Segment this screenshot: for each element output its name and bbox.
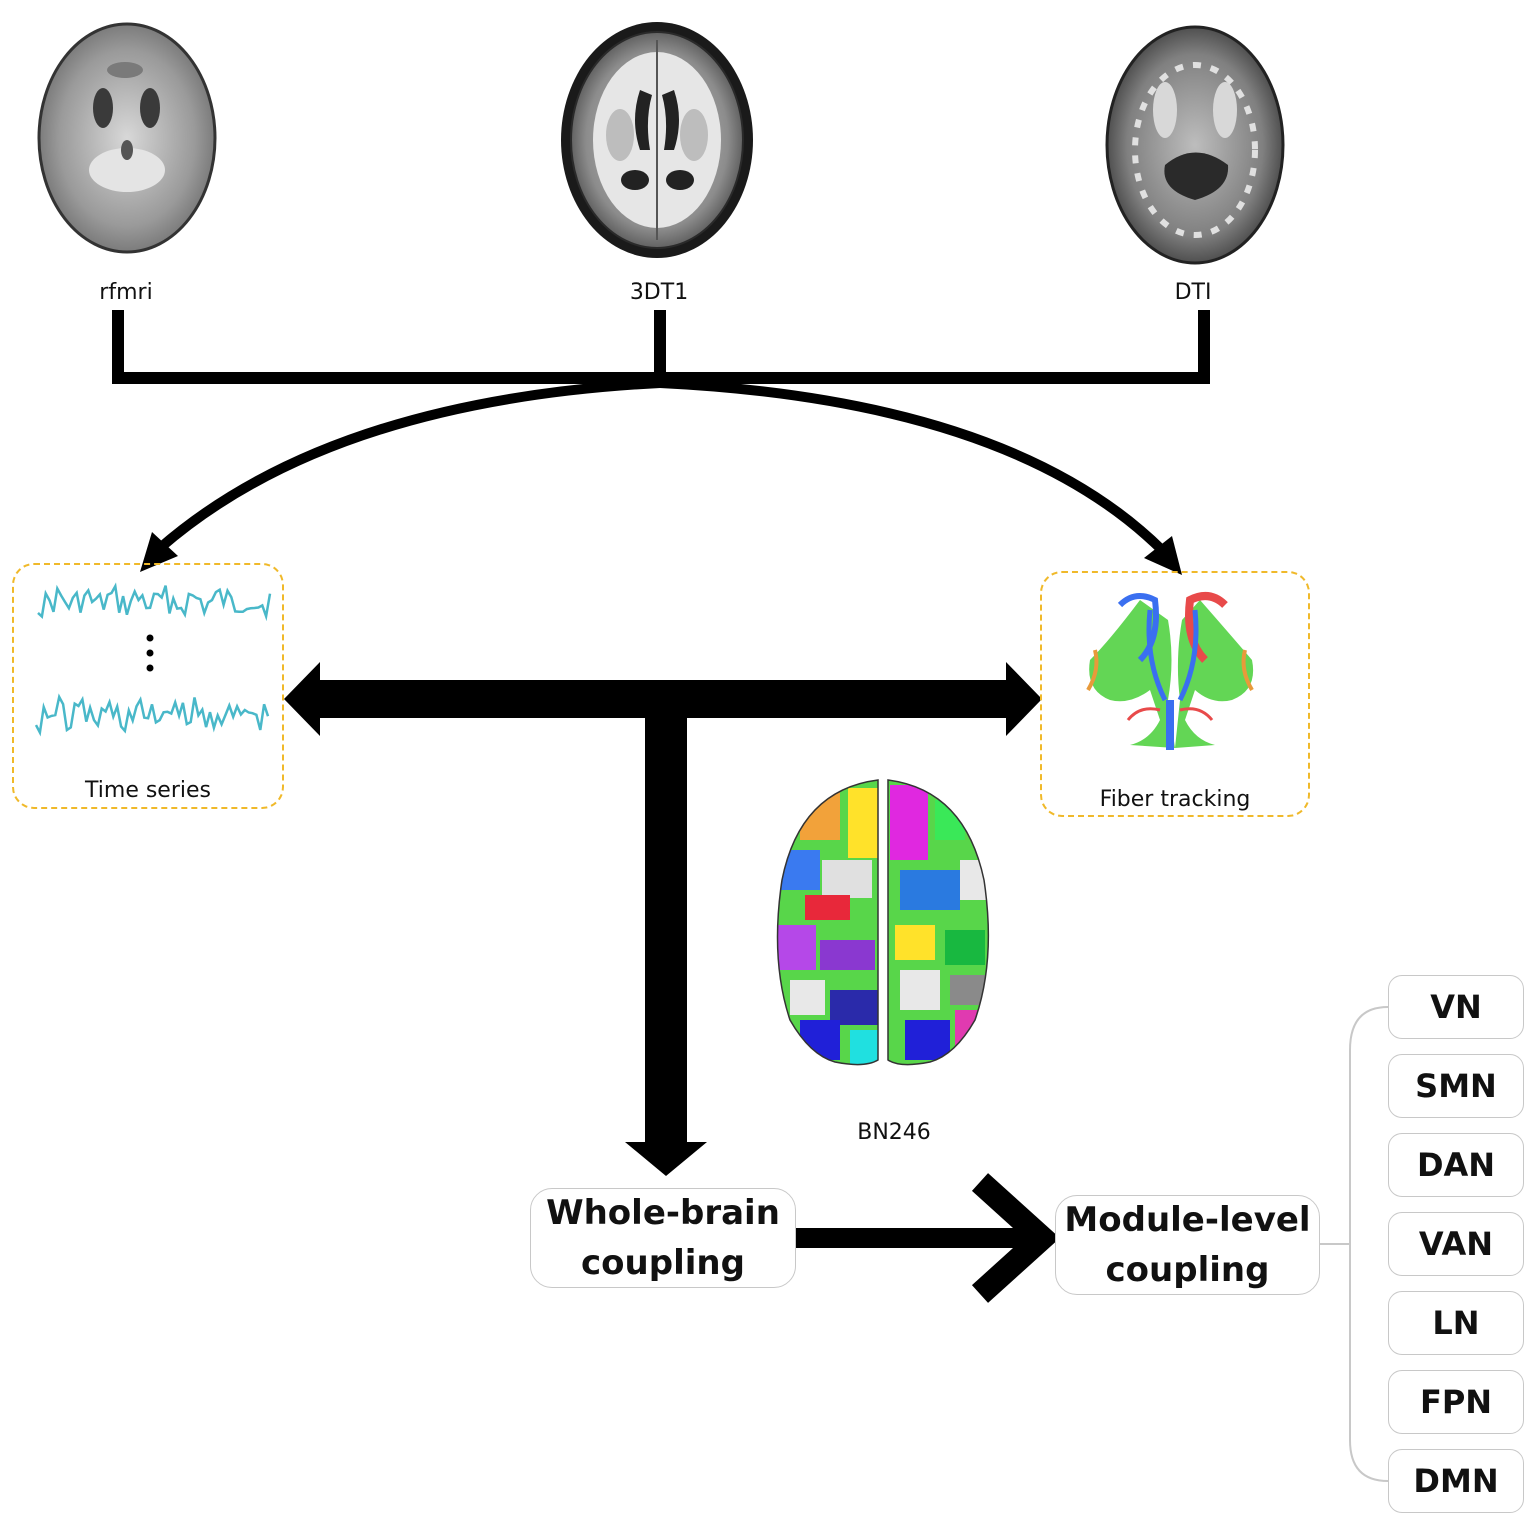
whole-brain-line2: coupling	[581, 1243, 745, 1283]
modality-merge-connector	[112, 310, 1210, 384]
bn246-brain-image	[776, 779, 990, 1066]
arc-arrowhead-right	[1144, 536, 1182, 575]
waveform-line-1	[37, 582, 272, 622]
fiber-tracking-panel	[1040, 571, 1310, 817]
fiber-tracking-label: Fiber tracking	[1099, 787, 1251, 812]
module-box-vn: VN	[1388, 975, 1524, 1039]
module-level-coupling-box: Module-level coupling	[1055, 1195, 1320, 1295]
module-level-line1: Module-level	[1064, 1200, 1311, 1240]
module-bracket	[1349, 1006, 1389, 1482]
module-label: SMN	[1415, 1067, 1497, 1105]
t1-brain-image	[561, 22, 753, 258]
module-label: VN	[1430, 988, 1482, 1026]
time-series-waveforms	[34, 582, 272, 737]
module-label: DAN	[1416, 1146, 1496, 1184]
whole-brain-coupling-box: Whole-brain coupling	[530, 1188, 796, 1288]
dti-label: DTI	[1174, 280, 1212, 305]
t1-label: 3DT1	[629, 280, 689, 305]
module-label: VAN	[1418, 1225, 1494, 1263]
ellipsis-dot	[146, 634, 154, 642]
module-box-smn: SMN	[1388, 1054, 1524, 1118]
whole-brain-line1: Whole-brain	[546, 1193, 780, 1233]
coupling-t-arrow	[284, 662, 1042, 1176]
module-box-ln: LN	[1388, 1291, 1524, 1355]
arc-arrow-to-time-series	[156, 378, 661, 552]
module-box-fpn: FPN	[1388, 1370, 1524, 1434]
stage-progression-arrow	[796, 1173, 1060, 1303]
module-label: LN	[1432, 1304, 1480, 1342]
arc-arrowhead-left	[140, 532, 178, 572]
module-label: FPN	[1419, 1383, 1493, 1421]
module-box-dmn: DMN	[1388, 1449, 1524, 1513]
module-label: DMN	[1413, 1462, 1499, 1500]
module-box-dan: DAN	[1388, 1133, 1524, 1197]
time-series-label: Time series	[85, 778, 211, 803]
waveform-line-2	[34, 693, 270, 737]
time-series-panel	[12, 563, 284, 809]
module-level-line2: coupling	[1105, 1250, 1270, 1290]
fiber-tracking-image	[1086, 592, 1254, 750]
rfmri-label: rfmri	[99, 280, 153, 305]
rfmri-brain-image	[37, 22, 217, 254]
ellipsis-dot	[146, 664, 154, 672]
dti-brain-image	[1105, 25, 1285, 265]
ellipsis-dot	[146, 649, 154, 657]
module-box-van: VAN	[1388, 1212, 1524, 1276]
atlas-label: BN246	[857, 1120, 931, 1145]
arc-arrow-to-fiber-tracking	[659, 378, 1166, 554]
